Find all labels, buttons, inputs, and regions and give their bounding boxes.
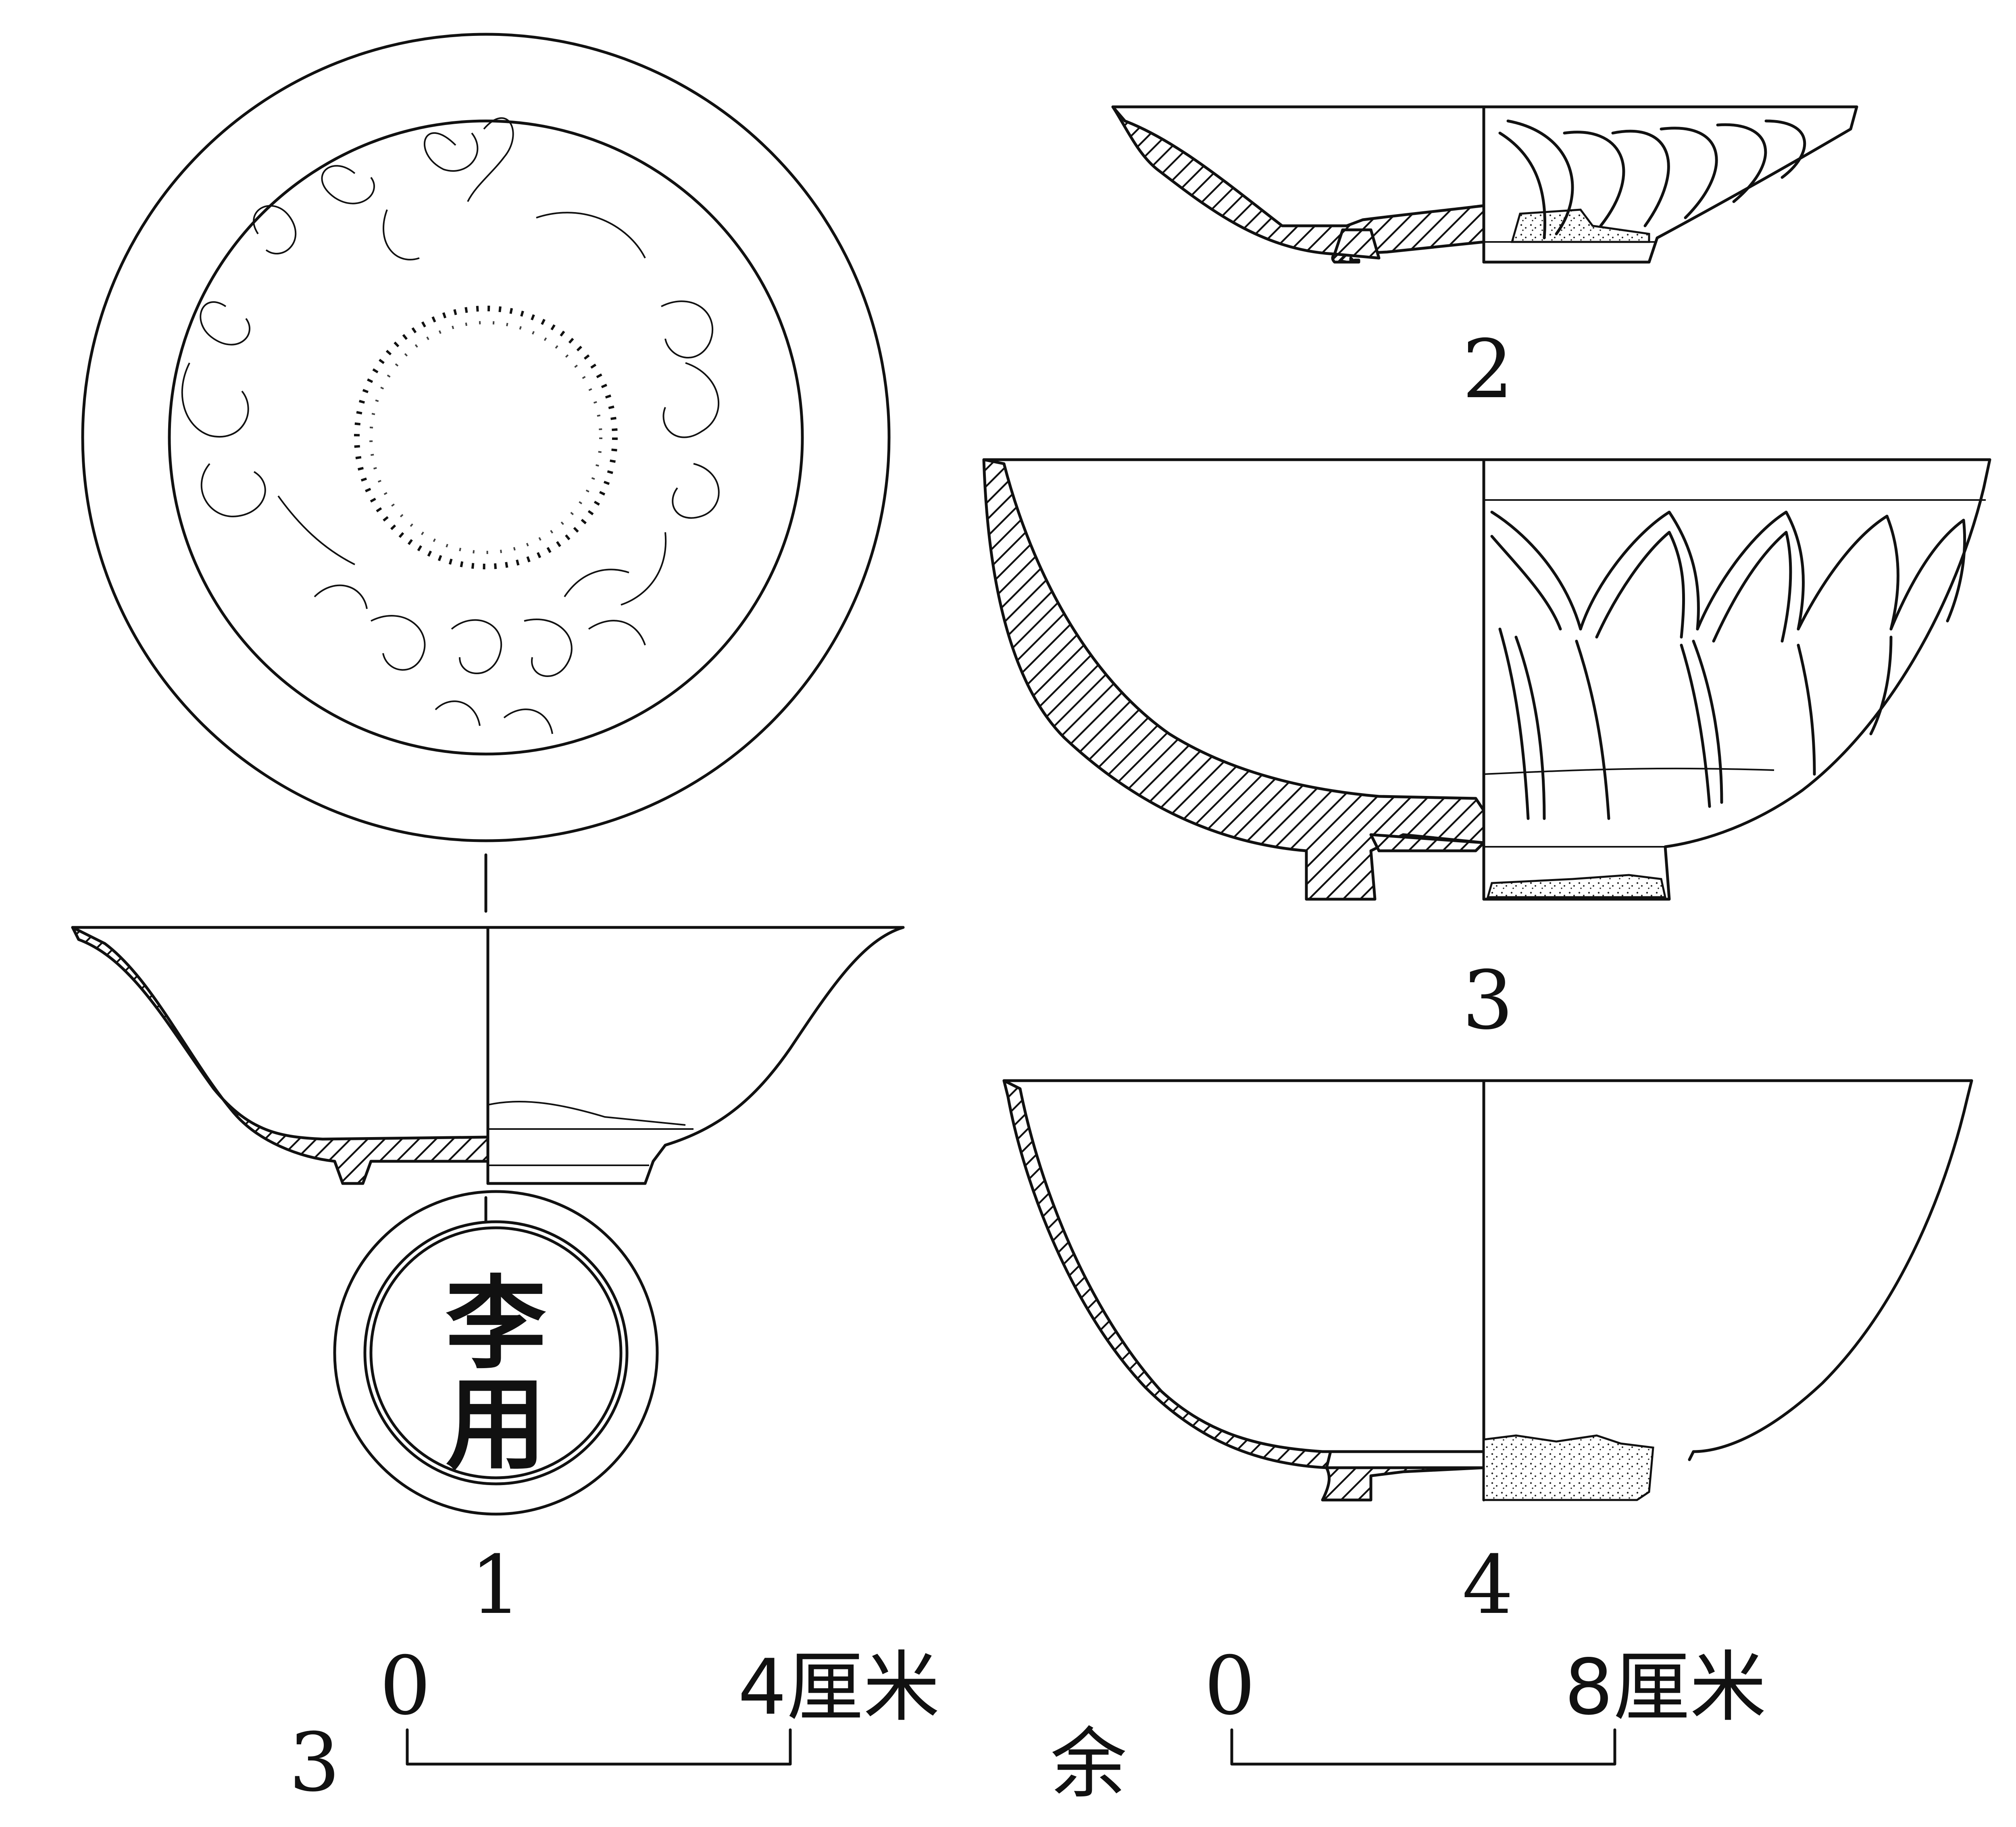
- item-3-section-view: [982, 458, 1991, 901]
- scale-bar-1-start: 0: [379, 1639, 431, 1733]
- base-mark-char-top: 李: [446, 1265, 546, 1383]
- item-2-section-view: [1111, 105, 1858, 264]
- item-1-section-view: [71, 926, 905, 1185]
- figure-label-4: 4: [1462, 1538, 1513, 1632]
- floral-decoration: [181, 117, 720, 734]
- figure-label-1: 1: [470, 1538, 521, 1632]
- lotus-petal-decoration: [1490, 510, 1966, 820]
- figure-label-2: 2: [1462, 323, 1513, 417]
- scale-bar-1: 3 0 4厘米: [289, 1639, 940, 1810]
- dotted-ring: [354, 306, 618, 569]
- scale-bar-1-applies-to: 3: [289, 1716, 340, 1810]
- item-1-base-view: 李 用: [333, 1190, 659, 1516]
- scale-bar-2: 余 0 8厘米: [1050, 1639, 1766, 1808]
- scale-bar-2-start: 0: [1204, 1639, 1255, 1733]
- petal-decoration: [1498, 119, 1806, 240]
- base-mark-char-bottom: 用: [446, 1366, 546, 1483]
- figure-label-3: 3: [1462, 954, 1513, 1048]
- scale-bar-2-applies-to: 余: [1050, 1719, 1127, 1808]
- scale-bar-1-end: 4厘米: [738, 1643, 940, 1732]
- item-4-section-view: [1002, 1079, 1973, 1502]
- scale-bar-2-end: 8厘米: [1564, 1643, 1766, 1732]
- item-1-plan-view: [81, 33, 891, 842]
